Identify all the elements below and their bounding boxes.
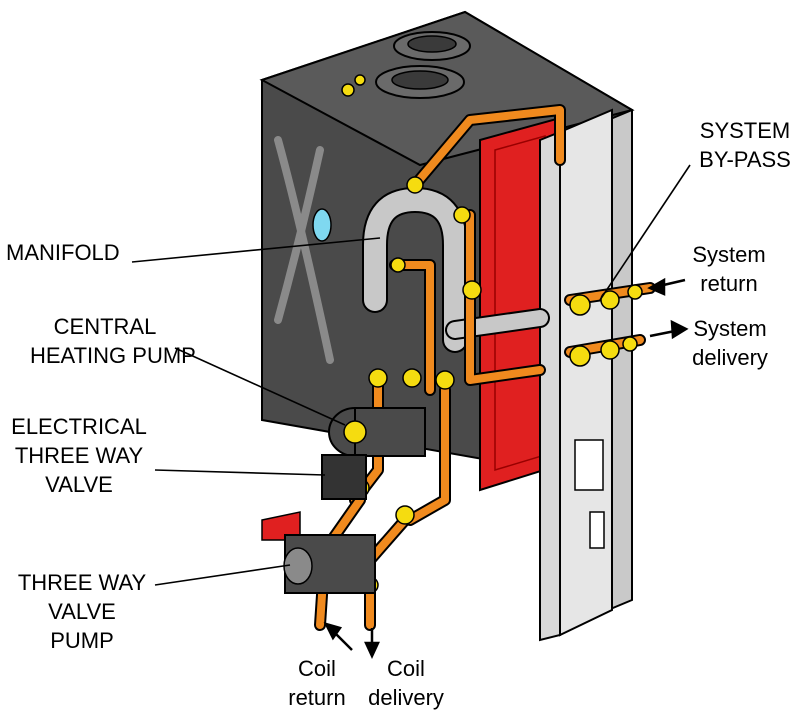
three-way-valve-pump-label: THREE WAY VALVE PUMP bbox=[4, 568, 160, 655]
leader-lines bbox=[131, 164, 691, 586]
coil-delivery-label: Coil delivery bbox=[360, 654, 452, 712]
three-way-valve-pump-label-line-1: THREE WAY bbox=[17, 570, 147, 595]
coil-delivery-label-line-2: delivery bbox=[368, 685, 444, 710]
system-delivery-label-line-1: System bbox=[693, 316, 767, 341]
three-way-valve-pump bbox=[261, 511, 376, 594]
central-heating-pump-label-line-1: CENTRAL bbox=[53, 314, 157, 339]
system-delivery-label-line-2: delivery bbox=[692, 345, 768, 370]
electrical-three-way-valve-label-line-2: THREE WAY bbox=[14, 443, 144, 468]
system-return-label-line-2: return bbox=[700, 271, 758, 296]
system-return-label-line-1: System bbox=[692, 242, 766, 267]
electrical-three-way-valve-label-line-3: VALVE bbox=[45, 472, 113, 497]
electrical-three-way-valve-label: ELECTRICAL THREE WAY VALVE bbox=[0, 412, 158, 499]
system-delivery-label: System delivery bbox=[682, 314, 778, 372]
three-way-valve-pump-label-line-2: VALVE bbox=[48, 599, 116, 624]
casing-brace bbox=[274, 136, 334, 364]
central-heating-pump bbox=[328, 407, 426, 457]
three-way-valve-pump-label-line-3: PUMP bbox=[50, 628, 114, 653]
coil-return-label-line-2: return bbox=[288, 685, 346, 710]
flow-arrows bbox=[323, 277, 689, 659]
system-bypass-label-line-2: BY-PASS bbox=[699, 147, 791, 172]
front-strip bbox=[539, 108, 613, 642]
electrical-three-way-valve bbox=[321, 454, 367, 500]
fittings bbox=[316, 176, 643, 594]
central-heating-pump-label-line-2: HEATING PUMP bbox=[30, 343, 196, 368]
coil-delivery-label-line-1: Coil bbox=[387, 656, 425, 681]
system-bypass-label: SYSTEM BY-PASS bbox=[690, 116, 800, 174]
coil-return-label: Coil return bbox=[282, 654, 352, 712]
manifold-label: MANIFOLD bbox=[6, 238, 120, 267]
manifold-label-line: MANIFOLD bbox=[6, 240, 120, 265]
central-heating-pump-label: CENTRAL HEATING PUMP bbox=[30, 312, 196, 370]
coil-return-label-line-1: Coil bbox=[298, 656, 336, 681]
electrical-three-way-valve-label-line-1: ELECTRICAL bbox=[11, 414, 147, 439]
system-return-label: System return bbox=[684, 240, 774, 298]
system-bypass-label-line-1: SYSTEM bbox=[699, 118, 791, 143]
